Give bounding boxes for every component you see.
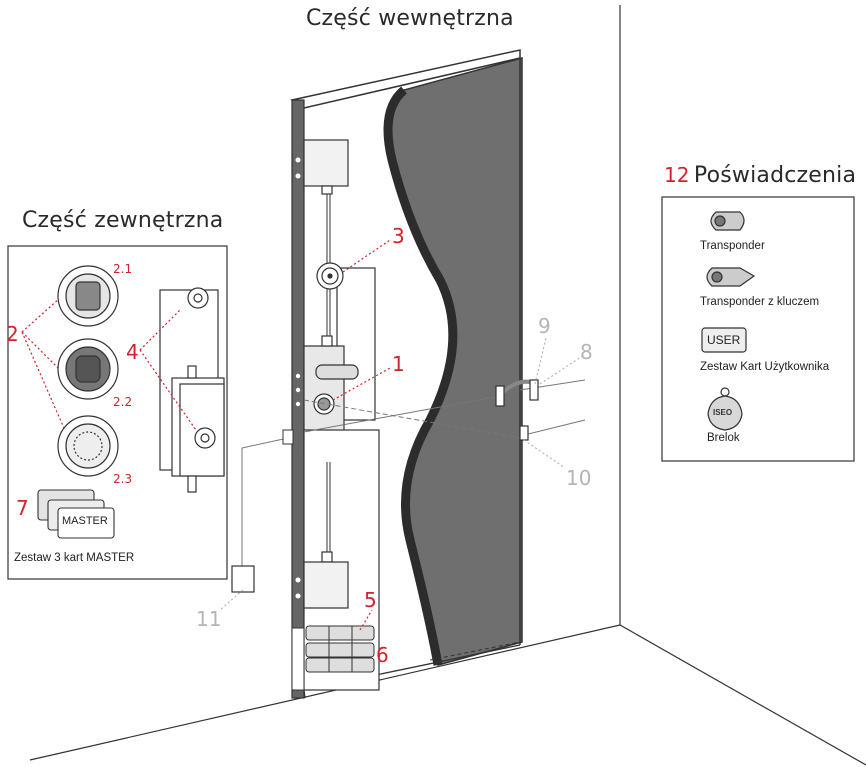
outside-heading: Część zewnętrzna: [22, 208, 224, 233]
callout-5: 5: [364, 588, 377, 612]
transponder-key-icon: [706, 267, 756, 287]
user-card-icon: [701, 327, 747, 353]
callout-6: 6: [376, 643, 389, 667]
callout-2-2: 2.2: [113, 395, 133, 409]
callout-2: 2: [6, 322, 19, 346]
credential-label-user-cards: Zestaw Kart Użytkownika: [700, 361, 830, 373]
master-cards-7: [37, 489, 115, 539]
credentials-title: Poświadczenia: [693, 163, 857, 188]
room-lines: [29, 5, 866, 766]
callout-11: 11: [196, 607, 222, 631]
user-card-text: USER: [707, 333, 741, 347]
touch-reader-2-3: [57, 415, 119, 477]
transponder-icon: [710, 211, 745, 231]
callout-3: 3: [392, 224, 405, 248]
callout-4: 4: [126, 340, 139, 364]
fingerprint-reader-2-2: [57, 338, 119, 400]
master-cards-caption: Zestaw 3 kart MASTER: [14, 552, 135, 564]
callout-leaders: [21, 239, 585, 631]
callout-2-3: 2.3: [113, 472, 133, 486]
callout-2-1: 2.1: [113, 262, 133, 276]
outside-panel-frame: [7, 245, 228, 580]
keypad-reader-2-1: [57, 265, 119, 327]
callout-9: 9: [538, 314, 551, 338]
credentials-heading: 12 Poświadczenia: [664, 163, 856, 188]
connector: [282, 429, 294, 445]
credential-label-transponder: Transponder: [700, 240, 765, 252]
outside-mount-4: [159, 287, 225, 493]
inside-heading: Część wewnętrzna: [306, 6, 514, 31]
key-fob-text: ISEO: [713, 408, 733, 417]
master-card-label: MASTER: [62, 515, 108, 527]
callout-7: 7: [16, 496, 29, 520]
battery-pack: [291, 625, 375, 691]
inner-reader-3: [316, 262, 376, 421]
callout-10: 10: [566, 466, 592, 490]
credentials-panel-frame: [661, 196, 855, 462]
credentials-number: 12: [664, 163, 690, 187]
callout-1: 1: [392, 352, 405, 376]
credential-label-transponder-key: Transponder z kluczem: [700, 296, 820, 308]
credential-label-fob: Brelok: [707, 432, 740, 444]
door-frame: [290, 49, 523, 699]
door-panel: [387, 57, 523, 666]
callout-8: 8: [580, 340, 593, 364]
key-fob-icon: [707, 387, 743, 431]
junction-box-11: [231, 565, 255, 593]
